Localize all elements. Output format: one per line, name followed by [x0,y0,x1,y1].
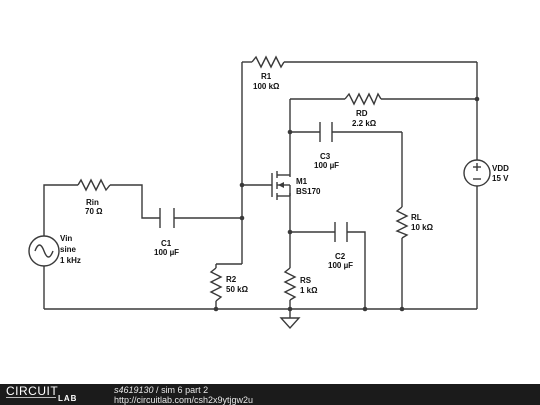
vin-freq-label: 1 kHz [60,256,81,265]
rd-label: RD [356,109,368,118]
footer-bar: CIRCUIT LAB s4619130 / sim 6 part 2 http… [0,384,540,405]
m1-part: BS170 [296,187,321,196]
c1-capacitor: C1 100 µF [154,208,179,257]
rl-resistor: RL 10 kΩ [395,206,434,239]
rin-value: 70 Ω [85,207,103,216]
r2-resistor: R2 50 kΩ [209,263,249,309]
r2-value: 50 kΩ [226,285,249,294]
c2-label: C2 [335,252,346,261]
logo-top-text: CIRCUIT [6,384,59,398]
rs-value: 1 kΩ [300,286,318,295]
rin-label: Rin [86,198,99,207]
m1-label: M1 [296,177,308,186]
vin-label: Vin [60,234,72,243]
c2-capacitor: C2 100 µF [328,222,353,270]
wires [43,61,478,318]
c3-label: C3 [320,152,331,161]
c2-value: 100 µF [328,261,353,270]
rs-label: RS [300,276,312,285]
rd-resistor: RD 2.2 kΩ [344,92,382,128]
sim-title: sim 6 part 2 [161,385,209,395]
rl-value: 10 kΩ [411,223,434,232]
ground-symbol [279,317,301,330]
c3-value: 100 µF [314,161,339,170]
junction-dots [213,96,480,312]
rd-value: 2.2 kΩ [352,119,377,128]
r1-resistor: R1 100 kΩ [251,55,285,91]
circuitlab-logo[interactable]: CIRCUIT LAB [6,384,104,404]
logo-bottom-text: LAB [58,394,78,403]
m1-mosfet: M1 BS170 [271,171,321,200]
c1-label: C1 [161,239,172,248]
r1-value: 100 kΩ [253,82,280,91]
r1-label: R1 [261,72,272,81]
c3-capacitor: C3 100 µF [314,122,339,170]
footer-url-link[interactable]: http://circuitlab.com/csh2x9ytjgw2u [114,395,254,405]
r2-label: R2 [226,275,237,284]
sim-id: s4619130 [114,385,154,395]
c1-value: 100 µF [154,248,179,257]
vin-wave-label: sine [60,245,77,254]
vin-source: Vin sine 1 kHz [28,234,81,267]
circuit-schematic: Vin sine 1 kHz Rin 70 Ω C1 100 µF R1 100… [28,55,509,330]
vdd-label: VDD [492,164,509,173]
logo-line [6,397,56,398]
rin-resistor: Rin 70 Ω [77,178,111,216]
rl-label: RL [411,213,422,222]
title-separator: / [153,385,162,395]
footer-title: s4619130 / sim 6 part 2 [114,385,208,395]
vdd-value: 15 V [492,174,509,183]
rs-resistor: RS 1 kΩ [283,267,318,301]
vdd-source: VDD 15 V [463,159,509,187]
